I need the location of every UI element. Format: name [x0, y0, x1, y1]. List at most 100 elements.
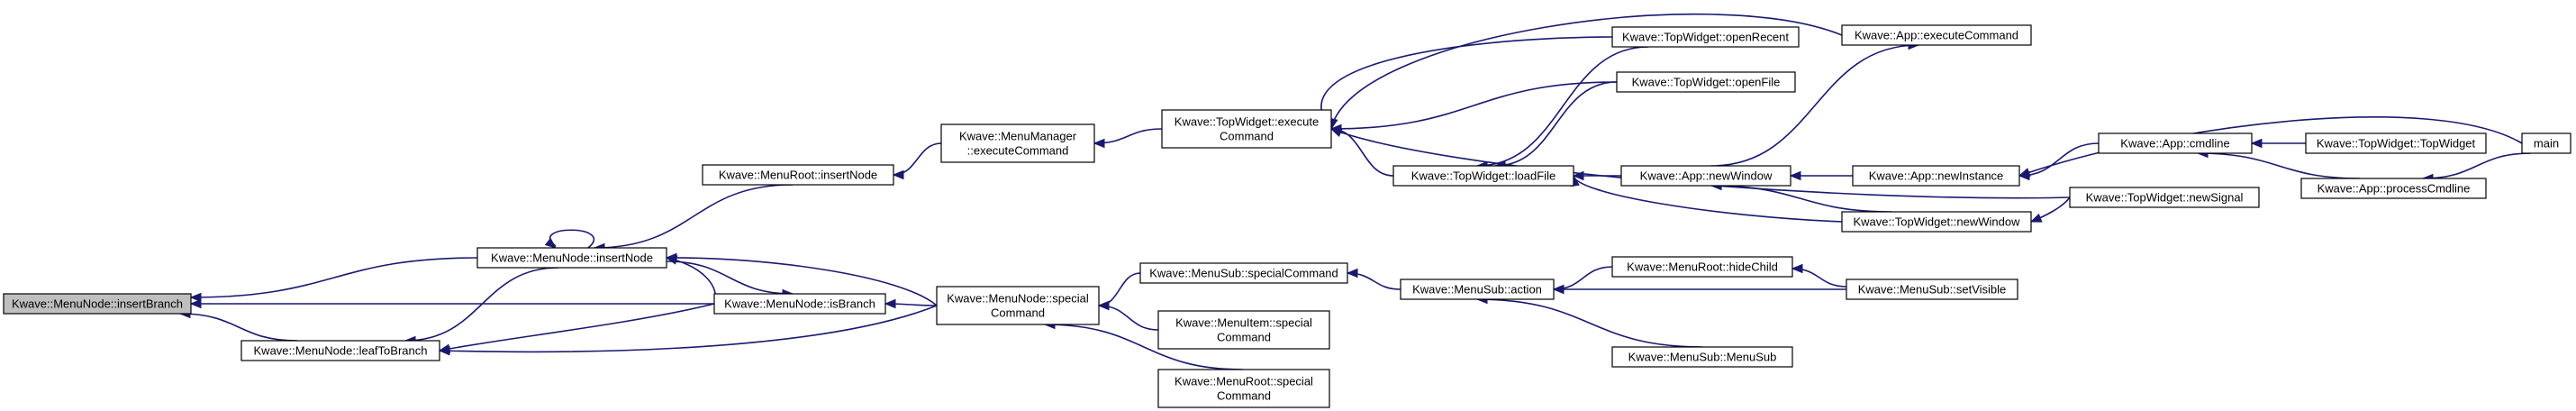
edge-insertNode-to-insertBranch-arrowhead — [189, 292, 202, 303]
node-label: Kwave::MenuNode::insertNode — [491, 251, 653, 265]
edge-isBranch-to-insertBranch-arrowhead — [189, 298, 202, 309]
node-label: Kwave::MenuSub::setVisible — [1858, 283, 2007, 297]
node-twTopWidget[interactable]: Kwave::TopWidget::TopWidget — [2305, 132, 2487, 154]
edge-itemSpecialCommand-to-nodeSpecialCommand-arrowhead — [1097, 300, 1110, 311]
node-insertBranch[interactable]: Kwave::MenuNode::insertBranch — [3, 293, 192, 315]
node-box — [936, 286, 1100, 325]
edge-twNewSignal-to-twExecuteCommand-arrowhead — [1329, 128, 1343, 138]
node-label: Kwave::MenuRoot::special — [1175, 375, 1313, 388]
node-label: Kwave::MenuNode::leafToBranch — [254, 344, 428, 358]
node-label: Kwave::App::executeCommand — [1855, 29, 2018, 42]
node-label: Kwave::TopWidget::loadFile — [1411, 169, 1556, 183]
node-label: Command — [1217, 331, 1271, 344]
node-appCmdline[interactable]: Kwave::App::cmdline — [2098, 132, 2253, 154]
node-box — [1841, 211, 2032, 233]
edge-main-to-appProcessCmdline — [2422, 152, 2532, 179]
node-label: Kwave::MenuNode::insertBranch — [12, 297, 183, 311]
node-label: Kwave::TopWidget::TopWidget — [2317, 137, 2476, 151]
node-box — [2098, 132, 2253, 154]
edge-appProcessCmdline-to-appCmdline — [2197, 152, 2361, 179]
node-box — [2300, 178, 2487, 199]
node-label: Kwave::TopWidget::execute — [1175, 115, 1319, 129]
node-box — [1157, 369, 1330, 408]
node-appNewInstance[interactable]: Kwave::App::newInstance — [1852, 165, 2020, 187]
node-box — [2305, 132, 2487, 154]
edge-leafToBranch-to-insertBranch — [179, 313, 298, 342]
node-leafToBranch[interactable]: Kwave::MenuNode::leafToBranch — [240, 340, 440, 361]
node-label: Kwave::MenuManager — [959, 130, 1077, 143]
edge-twOpenRecent-to-twLoadFile — [1476, 46, 1649, 167]
node-twOpenFile[interactable]: Kwave::TopWidget::openFile — [1616, 71, 1796, 93]
node-box — [1616, 71, 1796, 93]
node-box — [713, 293, 886, 315]
node-rootSpecialCommand[interactable]: Kwave::MenuRoot::specialCommand — [1157, 369, 1330, 408]
edge-twOpenFile-to-twExecuteCommand — [1330, 81, 1618, 130]
node-mmExecuteCommand[interactable]: Kwave::MenuManager::executeCommand — [940, 123, 1095, 163]
node-label: Command — [991, 306, 1045, 320]
node-rootHideChild[interactable]: Kwave::MenuRoot::hideChild — [1611, 256, 1793, 278]
node-label: Kwave::MenuNode::isBranch — [724, 297, 875, 311]
node-box — [1400, 279, 1555, 300]
node-box — [1392, 165, 1574, 187]
node-subSpecialCommand[interactable]: Kwave::MenuSub::specialCommand — [1139, 262, 1348, 284]
edge-appExecuteCommand-to-twExecuteCommand — [1330, 13, 1843, 130]
node-appNewWindow[interactable]: Kwave::App::newWindow — [1620, 165, 1791, 187]
node-twLoadFile[interactable]: Kwave::TopWidget::loadFile — [1392, 165, 1574, 187]
node-label: Kwave::TopWidget::newWindow — [1854, 215, 2021, 229]
edge-insertNode-to-leafToBranch — [404, 267, 559, 342]
node-box — [3, 293, 192, 315]
node-label: ::executeCommand — [967, 144, 1069, 158]
node-label: main — [2534, 137, 2559, 151]
edge-appCmdline-to-appNewInstance — [2018, 142, 2100, 177]
edge-insertNode-to-insertNode-arrowhead — [544, 237, 558, 249]
node-main[interactable]: main — [2521, 132, 2571, 154]
node-rootInsertNode[interactable]: Kwave::MenuRoot::insertNode — [702, 164, 894, 186]
node-label: Kwave::MenuItem::special — [1175, 316, 1312, 330]
edge-nodeSpecialCommand-to-isBranch-arrowhead — [884, 298, 896, 309]
node-subAction[interactable]: Kwave::MenuSub::action — [1400, 279, 1555, 300]
edge-isBranch-to-insertNode — [666, 257, 717, 305]
node-box — [1161, 109, 1332, 149]
node-box — [2521, 132, 2571, 154]
edge-twNewSignal-to-twExecuteCommand — [1330, 128, 2071, 199]
edge-main-to-appNewInstance-arrowhead — [2018, 168, 2031, 178]
node-itemSpecialCommand[interactable]: Kwave::MenuItem::specialCommand — [1157, 310, 1330, 350]
node-nodeSpecialCommand[interactable]: Kwave::MenuNode::specialCommand — [936, 286, 1100, 325]
edge-subSetVisible-to-rootHideChild-arrowhead — [1791, 263, 1803, 274]
node-label: Kwave::App::processCmdline — [2317, 182, 2471, 196]
edge-appNewWindow-to-twLoadFile-arrowhead — [1572, 170, 1584, 181]
node-box — [940, 123, 1095, 163]
edge-mmExecuteCommand-to-rootInsertNode — [893, 142, 942, 176]
node-subSetVisible[interactable]: Kwave::MenuSub::setVisible — [1846, 279, 2018, 300]
node-appProcessCmdline[interactable]: Kwave::App::processCmdline — [2300, 178, 2487, 199]
node-box — [240, 340, 440, 361]
edge-twNewWindow-to-twLoadFile — [1573, 175, 1843, 223]
node-twNewWindow[interactable]: Kwave::TopWidget::newWindow — [1841, 211, 2032, 233]
node-box — [2069, 187, 2260, 208]
node-twExecuteCommand[interactable]: Kwave::TopWidget::executeCommand — [1161, 109, 1332, 149]
node-subMenuSub[interactable]: Kwave::MenuSub::MenuSub — [1611, 346, 1793, 368]
node-isBranch[interactable]: Kwave::MenuNode::isBranch — [713, 293, 886, 315]
node-appExecuteCommand[interactable]: Kwave::App::executeCommand — [1841, 24, 2032, 46]
node-label: Command — [1220, 130, 1274, 143]
node-twNewSignal[interactable]: Kwave::TopWidget::newSignal — [2069, 187, 2260, 208]
node-box — [1611, 26, 1800, 48]
node-box — [702, 164, 894, 186]
edge-nodeSpecialCommand-to-leafToBranch-arrowhead — [438, 346, 450, 356]
edge-subSpecialCommand-to-nodeSpecialCommand — [1098, 272, 1141, 306]
edge-twExecuteCommand-to-mmExecuteCommand-arrowhead — [1093, 138, 1105, 149]
edge-subSetVisible-to-subAction-arrowhead — [1552, 284, 1565, 295]
edge-nodeSpecialCommand-to-insertNode — [666, 257, 938, 306]
edge-twLoadFile-to-twExecuteCommand — [1330, 128, 1394, 177]
edge-mmExecuteCommand-to-rootInsertNode-arrowhead — [892, 169, 904, 180]
edge-subAction-to-subSpecialCommand-arrowhead — [1346, 268, 1358, 279]
nodes-layer: Kwave::MenuNode::insertBranchKwave::Menu… — [3, 24, 2571, 408]
edge-twNewWindow-to-appNewWindow — [1710, 185, 1892, 213]
node-box — [1620, 165, 1791, 187]
node-box — [1611, 346, 1793, 368]
node-label: Kwave::TopWidget::openRecent — [1622, 31, 1789, 44]
node-label: Kwave::App::cmdline — [2120, 137, 2229, 151]
node-insertNode[interactable]: Kwave::MenuNode::insertNode — [476, 247, 667, 269]
node-twOpenRecent[interactable]: Kwave::TopWidget::openRecent — [1611, 26, 1800, 48]
